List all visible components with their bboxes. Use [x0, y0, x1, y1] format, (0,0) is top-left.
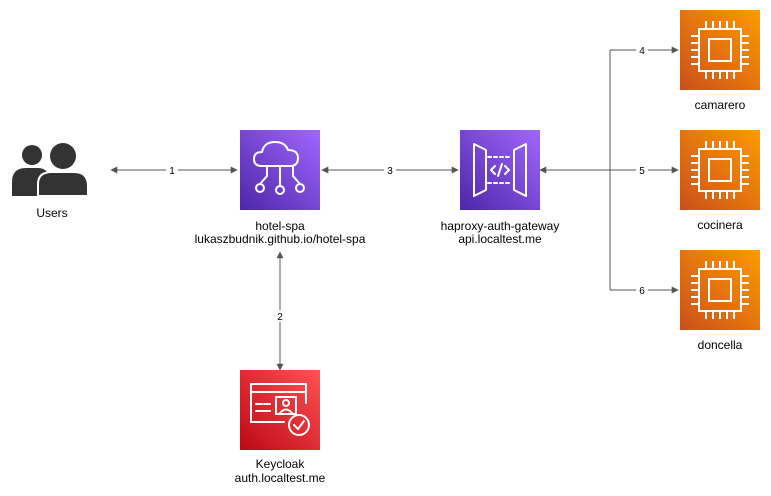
users-icon — [12, 143, 89, 197]
connector-6-label: 6 — [639, 286, 645, 297]
connector-5: 5 — [610, 164, 679, 177]
hotel-spa-title: hotel-spa — [255, 219, 305, 233]
connector-2: 2 — [274, 251, 286, 371]
gateway-title: haproxy-auth-gateway — [441, 219, 560, 233]
chip-icon — [691, 261, 749, 319]
connector-1: 1 — [110, 164, 238, 177]
cocinera-label: cocinera — [697, 218, 743, 232]
doncella-label: doncella — [698, 338, 743, 352]
node-keycloak: Keycloak auth.localtest.me — [235, 370, 326, 485]
connector-bus — [539, 50, 611, 290]
camarero-label: camarero — [695, 98, 746, 112]
node-camarero: camarero — [680, 10, 760, 112]
connector-2-label: 2 — [277, 312, 283, 323]
chip-icon — [691, 21, 749, 79]
node-gateway: haproxy-auth-gateway api.localtest.me — [441, 130, 560, 246]
connector-5-label: 5 — [639, 166, 645, 177]
connector-1-label: 1 — [169, 166, 175, 177]
node-doncella: doncella — [680, 250, 760, 352]
connector-3: 3 — [321, 164, 459, 177]
hotel-spa-url: lukaszbudnik.github.io/hotel-spa — [195, 232, 366, 246]
users-label: Users — [36, 206, 67, 220]
api-gateway-icon — [473, 143, 527, 197]
identity-check-icon — [250, 383, 310, 436]
keycloak-url: auth.localtest.me — [235, 471, 326, 485]
node-hotel-spa: hotel-spa lukaszbudnik.github.io/hotel-s… — [195, 130, 366, 246]
chip-icon — [691, 141, 749, 199]
node-users: Users — [12, 143, 89, 220]
node-cocinera: cocinera — [680, 130, 760, 232]
cloud-network-icon — [253, 141, 305, 195]
connector-4: 4 — [610, 44, 679, 57]
gateway-url: api.localtest.me — [458, 232, 542, 246]
connector-6: 6 — [610, 284, 679, 297]
connector-3-label: 3 — [387, 166, 393, 177]
keycloak-title: Keycloak — [256, 457, 306, 471]
connector-4-label: 4 — [639, 46, 645, 57]
